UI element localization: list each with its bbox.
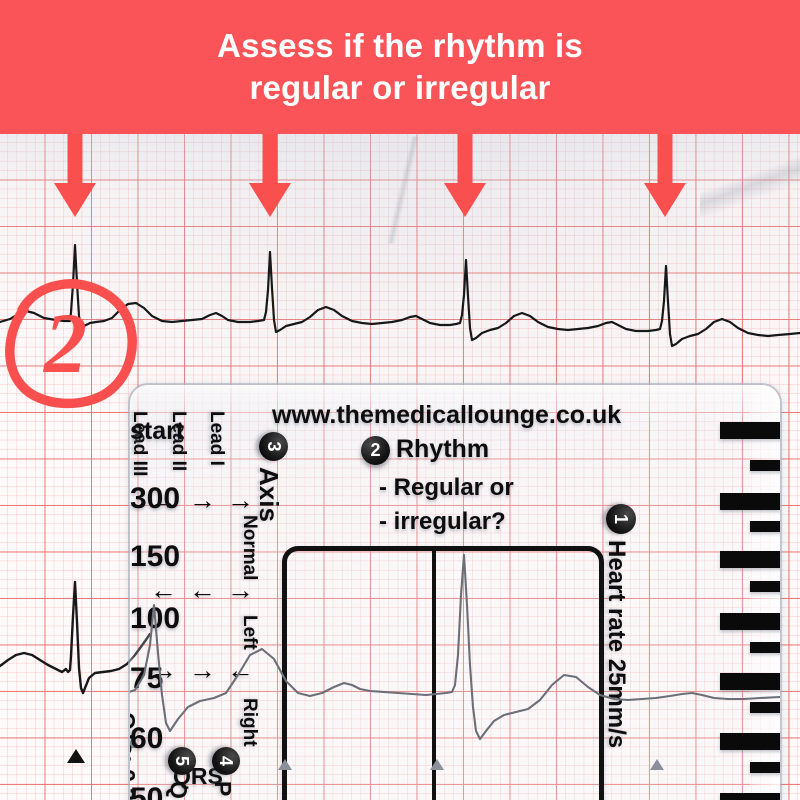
arrow-shaft xyxy=(67,122,83,187)
ruler-marker-triangle-2 xyxy=(430,759,444,770)
hr-tick-minor-0 xyxy=(750,459,780,471)
axis-arrow-0-1: → xyxy=(189,485,216,515)
hr-scale-label-300: 300 xyxy=(130,482,181,515)
axis-row-right: Right xyxy=(239,698,260,747)
hr-scale-label-150: 150 xyxy=(130,540,181,573)
banner-line-2: regular or irregular xyxy=(249,69,551,106)
header-banner: Assess if the rhythm is regular or irreg… xyxy=(0,0,800,134)
badge-4: 4 xyxy=(212,747,240,775)
section-5-title: Q xyxy=(166,781,192,799)
axis-row-normal: Normal xyxy=(239,515,260,581)
website-url[interactable]: www.themedicallounge.co.uk xyxy=(272,401,622,429)
handdrawn-number-2: 2 xyxy=(44,295,87,391)
arrow-shaft xyxy=(457,122,473,187)
badge-2: 2 xyxy=(361,436,390,465)
hr-tick-minor-3 xyxy=(750,642,780,653)
heart-rate-title: Heart rate 25mm/s xyxy=(603,540,630,749)
hr-tick-major-150 xyxy=(720,551,780,568)
hr-tick-minor-2 xyxy=(750,581,780,592)
hr-tick-minor-4 xyxy=(750,702,780,713)
down-arrow-2 xyxy=(248,122,292,217)
down-arrow-1 xyxy=(53,122,97,217)
rhythm-title: Rhythm xyxy=(396,435,490,463)
hr-scale-label-start: start xyxy=(130,417,185,445)
section-4-title: P xyxy=(210,781,236,797)
rhythm-bullet-1: - Regular or xyxy=(379,474,514,501)
arrow-head xyxy=(644,183,686,217)
axis-row-left: Left xyxy=(239,615,260,650)
hr-tick-major-50 xyxy=(720,793,780,800)
axis-arrow-2-0: ← xyxy=(227,655,254,685)
arrow-head xyxy=(249,183,291,217)
badge-1: 1 xyxy=(606,504,636,534)
hr-tick-major-60 xyxy=(720,733,780,750)
ruler-marker-triangle-3 xyxy=(130,737,140,748)
hr-scale-label-75: 75 xyxy=(130,662,164,695)
axis-arrow-0-0: → xyxy=(227,485,254,515)
qtc-label: QTc: 0.3 xyxy=(128,712,140,800)
hr-tick-major-300 xyxy=(720,493,780,510)
ruler-marker-triangle-4 xyxy=(650,759,664,770)
hr-scale-label-100: 100 xyxy=(130,602,181,635)
rhythm-bullet-2: - irregular? xyxy=(379,508,506,535)
axis-arrow-1-0: → xyxy=(227,575,254,605)
arrow-head xyxy=(444,183,486,217)
arrow-shaft xyxy=(262,122,278,187)
lead-label-1: Lead I xyxy=(206,411,227,466)
hr-tick-major-start xyxy=(720,422,780,439)
axis-arrow-2-1: → xyxy=(189,655,216,685)
hr-tick-minor-1 xyxy=(750,521,780,532)
axis-arrow-0-2: → xyxy=(150,485,177,515)
banner-line-1: Assess if the rhythm is xyxy=(217,27,583,64)
hr-tick-major-75 xyxy=(720,673,780,690)
ruler-marker-triangle-1 xyxy=(278,759,292,770)
arrow-shaft xyxy=(657,122,673,187)
badge-5: 5 xyxy=(168,747,196,775)
axis-arrow-1-1: ← xyxy=(189,575,216,605)
arrow-head xyxy=(54,183,96,217)
down-arrow-3 xyxy=(443,122,487,217)
down-arrow-4 xyxy=(643,122,687,217)
badge-3: 3 xyxy=(259,432,288,461)
axis-title: Axis xyxy=(254,467,284,522)
hr-tick-major-100 xyxy=(720,613,780,630)
hr-tick-minor-5 xyxy=(750,762,780,773)
ecg-ruler-overlay[interactable]: www.themedicallounge.co.uk 2 Rhythm - Re… xyxy=(128,383,782,800)
hr-scale-label-50: 50 xyxy=(130,782,164,800)
